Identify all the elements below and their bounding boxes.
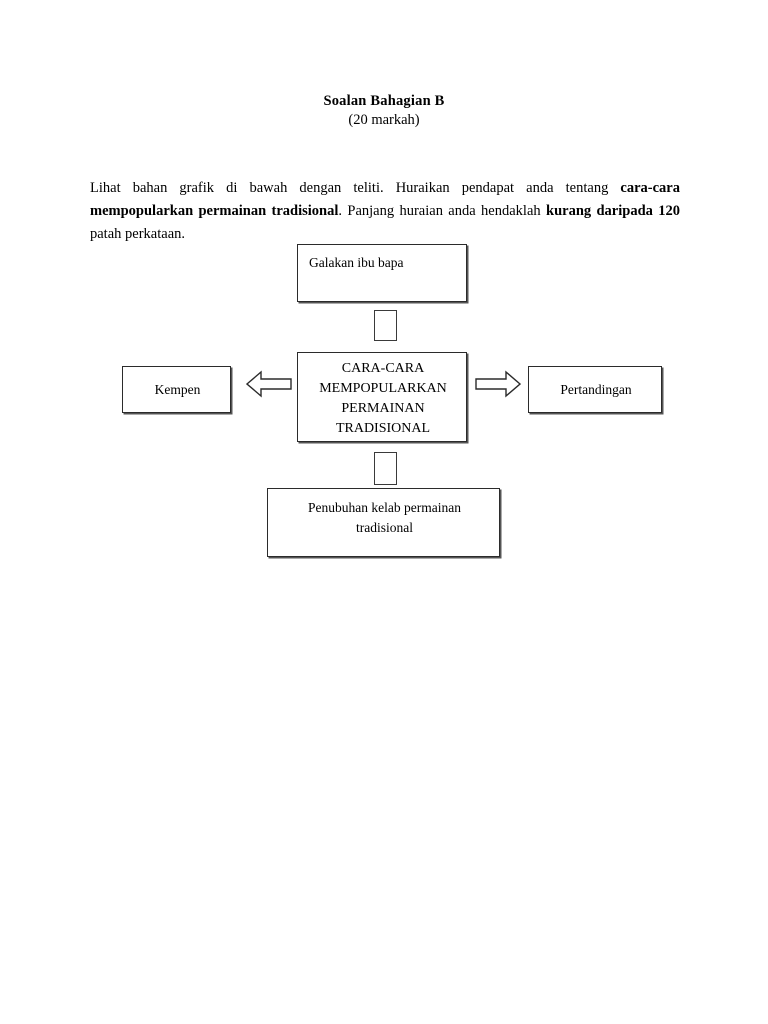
arrow-right-icon bbox=[475, 369, 521, 399]
instruction-text-part-1: Lihat bahan grafik di bawah dengan telit… bbox=[90, 179, 621, 196]
diagram-node-top-label: Galakan ibu bapa bbox=[309, 255, 404, 270]
diagram-node-right-label: Pertandingan bbox=[560, 382, 632, 397]
diagram-node-center: CARA-CARA MEMPOPULARKAN PERMAINAN TRADIS… bbox=[297, 352, 467, 442]
diagram-node-left: Kempen bbox=[122, 366, 231, 413]
arrow-left-icon bbox=[246, 369, 292, 399]
center-line-4: TRADISIONAL bbox=[335, 421, 431, 436]
marks-label: (20 markah) bbox=[348, 112, 420, 128]
instruction-paragraph: Lihat bahan grafik di bawah dengan telit… bbox=[90, 177, 680, 246]
instruction-text-part-3: patah perkataan. bbox=[90, 225, 186, 242]
instruction-text-part-2: . Panjang huraian anda hendaklah bbox=[338, 202, 546, 219]
page-title: Soalan Bahagian B bbox=[323, 93, 445, 109]
diagram-node-bottom-label: Penubuhan kelab permainan tradisional bbox=[268, 498, 501, 538]
bottom-line-1: Penubuhan kelab permainan bbox=[308, 500, 461, 515]
instruction-bold-topic: cara-cara mempopularkan permainan tradis… bbox=[90, 179, 680, 219]
page-heading: Soalan Bahagian B (20 markah) bbox=[0, 92, 768, 129]
instruction-bold-wordlimit: kurang daripada 120 bbox=[546, 202, 681, 219]
diagram-node-right: Pertandingan bbox=[528, 366, 662, 413]
bottom-line-2: tradisional bbox=[356, 520, 413, 535]
diagram-node-top: Galakan ibu bapa bbox=[297, 244, 467, 302]
diagram-node-bottom: Penubuhan kelab permainan tradisional bbox=[267, 488, 500, 557]
connector-rectangle-top bbox=[374, 310, 397, 341]
center-line-3: PERMAINAN bbox=[341, 401, 425, 416]
center-line-2: MEMPOPULARKAN bbox=[319, 381, 447, 396]
diagram-node-center-label: CARA-CARA MEMPOPULARKAN PERMAINAN TRADIS… bbox=[298, 359, 468, 439]
center-line-1: CARA-CARA bbox=[341, 361, 425, 376]
connector-rectangle-bottom bbox=[374, 452, 397, 485]
diagram-node-left-label: Kempen bbox=[154, 382, 201, 397]
